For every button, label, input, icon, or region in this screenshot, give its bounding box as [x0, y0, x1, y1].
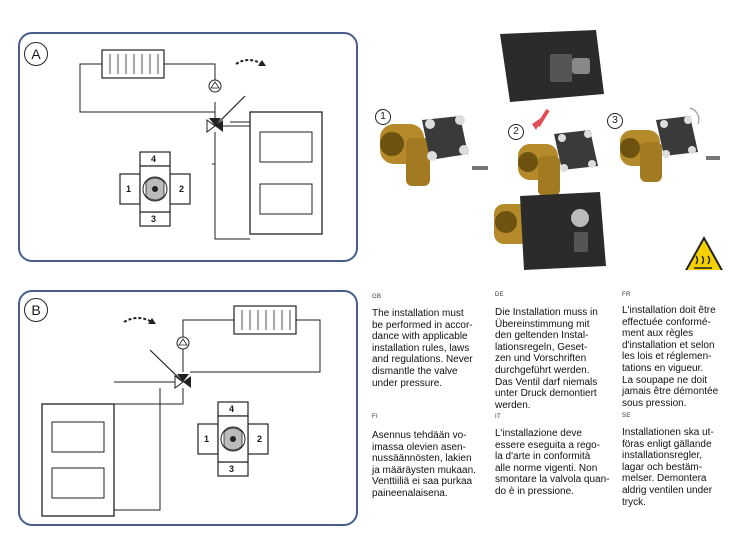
panel-b-port-1: 1 [204, 434, 210, 444]
panel-b-port-2: 2 [257, 434, 263, 444]
actuator-unit-bottom [494, 192, 606, 270]
lang-code-de: DE [495, 292, 504, 298]
panel-a-schematic [79, 49, 323, 240]
pump-icon [208, 79, 222, 93]
rotation-arrow-icon [235, 59, 263, 65]
assembly-illustration [380, 30, 723, 270]
radiator-fins [241, 310, 291, 330]
lang-code-it: IT [495, 414, 501, 420]
pipe-lines [79, 63, 250, 240]
rotation-arrow-icon [123, 317, 153, 323]
step-1-marker: 1 [375, 109, 391, 125]
panel-b-port-4: 4 [229, 404, 235, 414]
panel-a-port-4: 4 [151, 154, 157, 164]
lang-code-gb: GB [372, 294, 382, 300]
actuator-lever [214, 95, 246, 127]
valve-port-diagram [197, 401, 269, 477]
panel-b-port-3: 3 [229, 464, 235, 474]
actuator-unit-top [500, 30, 604, 102]
boiler-window-top [259, 131, 313, 163]
mixing-valve-icon [174, 374, 191, 389]
text-fr: L'installation doit être effectuée confo… [622, 305, 719, 409]
panel-b-schematic [41, 305, 321, 517]
radiator-icon [101, 49, 165, 79]
text-it: L'installazione deve essere eseguita a r… [495, 428, 610, 497]
valve-port-diagram [119, 151, 191, 227]
lang-code-fr: FR [622, 292, 631, 298]
valve-body-3 [620, 107, 720, 182]
lang-code-se: SE [622, 413, 631, 419]
boiler-window-bottom [51, 467, 105, 499]
text-se: Installationen ska ut- föras enligt gäll… [622, 427, 714, 508]
diagram-panel-b: B 4 1 2 3 [18, 290, 358, 526]
radiator-fins [109, 54, 159, 74]
valve-body-1 [380, 115, 488, 186]
mixing-valve-icon [206, 118, 223, 133]
lang-code-fi: FI [372, 414, 378, 420]
hot-surface-warning-icon [685, 235, 723, 270]
panel-a-port-3: 3 [151, 214, 157, 224]
diagram-panel-a: A 4 1 2 3 [18, 32, 358, 262]
pump-icon [176, 336, 190, 350]
radiator-icon [233, 305, 297, 335]
panel-b-label: B [24, 298, 48, 322]
text-de: Die Installation muss in Übereinstimmung… [495, 307, 598, 411]
actuator-lever [149, 349, 184, 383]
boiler-outline [249, 111, 323, 235]
step-3-marker: 3 [607, 113, 623, 129]
text-fi: Asennus tehdään vo- imassa olevien asen-… [372, 430, 476, 499]
valve-body-2 [518, 108, 598, 196]
panel-a-port-1: 1 [126, 184, 132, 194]
step-2-marker: 2 [508, 124, 524, 140]
boiler-window-bottom [259, 183, 313, 215]
panel-a-port-2: 2 [179, 184, 185, 194]
boiler-outline [41, 403, 115, 517]
pipe-lines [114, 319, 321, 511]
boiler-window-top [51, 421, 105, 453]
text-gb: The installation must be performed in ac… [372, 308, 473, 389]
panel-a-label: A [24, 42, 48, 66]
